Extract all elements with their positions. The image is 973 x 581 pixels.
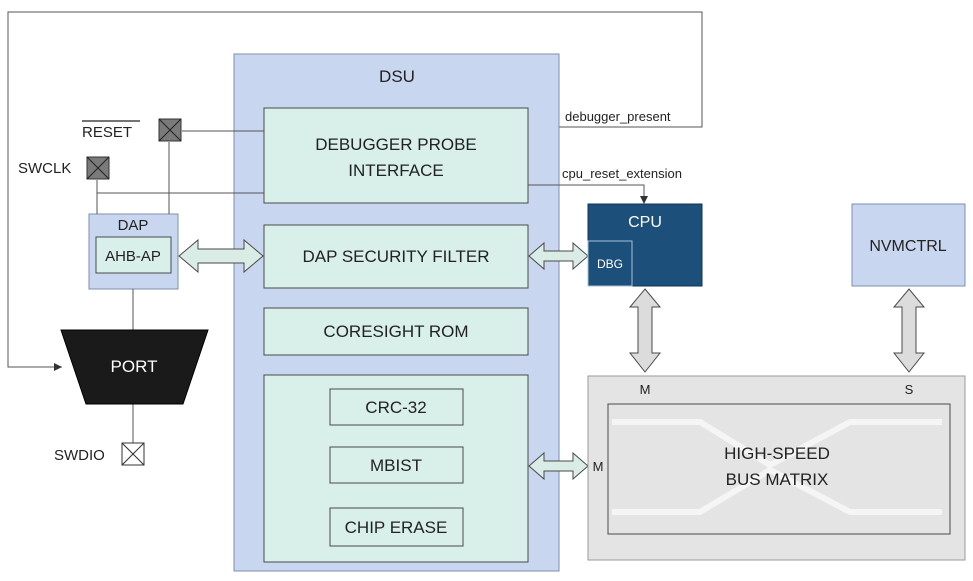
bus-matrix-label-line2: BUS MATRIX (726, 470, 829, 489)
cpu-reset-extension-wire (528, 184, 645, 198)
bus-slave-top-label: S (905, 382, 914, 397)
nvmctrl-to-bus-double-arrow (892, 288, 926, 373)
bus-master-left-label: M (593, 459, 604, 474)
debugger-present-label: debugger_present (565, 109, 671, 124)
bus-master-top-label: M (640, 382, 651, 397)
chip-erase-label: CHIP ERASE (345, 518, 448, 537)
dap-to-filter-double-arrow (178, 238, 264, 274)
dsu-title: DSU (379, 67, 415, 86)
cpu-title: CPU (628, 214, 662, 231)
debugger-probe-label-line1: DEBUGGER PROBE (315, 135, 477, 154)
coresight-rom-label: CORESIGHT ROM (323, 322, 468, 341)
chip-erase-block (329, 507, 464, 547)
dbg-label: DBG (597, 257, 623, 271)
cpu-reset-extension-label: cpu_reset_extension (562, 166, 682, 181)
crc32-label: CRC-32 (365, 398, 426, 417)
dap-security-filter-label: DAP SECURITY FILTER (302, 247, 489, 266)
debugger-probe-label-line2: INTERFACE (348, 161, 443, 180)
port-input-arrowhead (54, 363, 62, 371)
port-label: PORT (111, 357, 158, 376)
swclk-pin-label: SWCLK (18, 160, 71, 177)
ahb-ap-label: AHB-AP (105, 248, 161, 265)
ahb-ap-block (95, 236, 172, 274)
cpu-to-bus-double-arrow (628, 288, 662, 373)
port-block (60, 329, 209, 405)
nvmctrl-block (851, 203, 966, 287)
bus-lane-decoration (612, 419, 942, 515)
coresight-rom-block (263, 307, 529, 356)
bus-matrix-label-line1: HIGH-SPEED (724, 444, 830, 463)
cpu-reset-arrowhead (640, 196, 648, 204)
reset-pin-label: RESET (82, 124, 132, 141)
nvmctrl-label: NVMCTRL (869, 238, 946, 255)
debugger-present-loop-wire (7, 11, 703, 368)
dbg-block (587, 240, 633, 287)
crc32-block (329, 388, 464, 426)
dap-title: DAP (118, 217, 149, 234)
dap-security-filter-block (263, 224, 529, 289)
mbist-label: MBIST (370, 456, 422, 475)
debugger-probe-interface-block (263, 107, 529, 204)
mbist-block (329, 446, 464, 484)
swdio-pin-label: SWDIO (54, 447, 105, 464)
